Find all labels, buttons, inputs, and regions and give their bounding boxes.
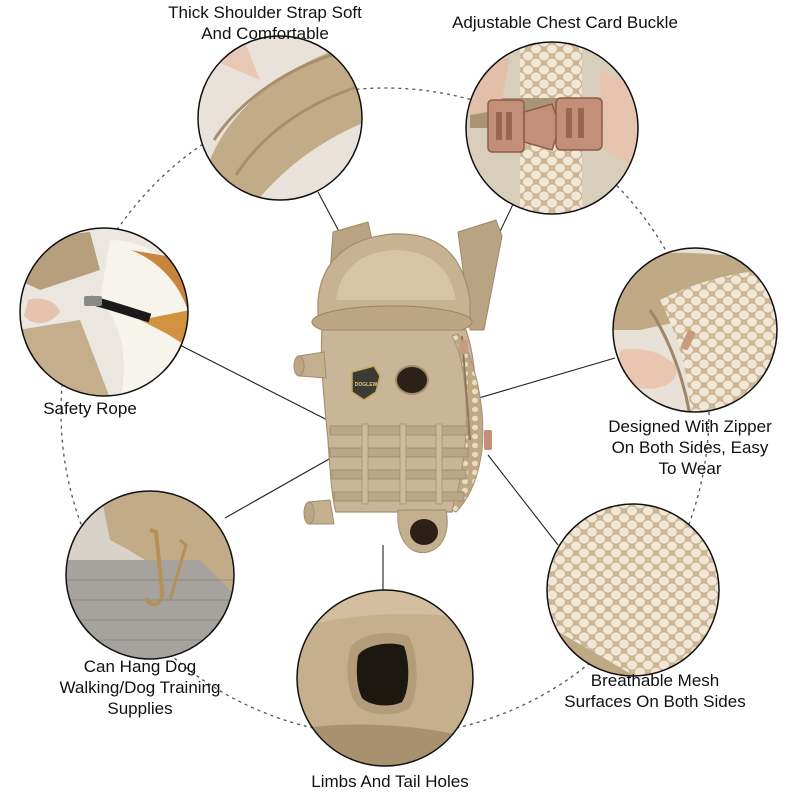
- feature-label-mesh: Breathable Mesh Surfaces On Both Sides: [564, 671, 746, 711]
- hook-photo: [65, 490, 235, 660]
- dog-carrier-product: DOGLEW: [293, 219, 503, 554]
- chest-buckle-photo: [465, 41, 639, 215]
- feature-label-zipper: Designed With Zipper On Both Sides, Easy…: [608, 417, 772, 478]
- dashed-ring: [60, 87, 710, 737]
- safety-rope-photo: [19, 227, 189, 397]
- mesh-photo: [546, 503, 720, 677]
- feature-label-shoulder-strap: Thick Shoulder Strap Soft And Comfortabl…: [168, 3, 362, 43]
- feature-label-holes: Limbs And Tail Holes: [311, 772, 469, 791]
- zipper-photo: [612, 247, 778, 413]
- feature-label-safety-rope: Safety Rope: [43, 399, 137, 418]
- holes-photo: [296, 589, 474, 767]
- feature-label-chest-buckle: Adjustable Chest Card Buckle: [452, 13, 678, 32]
- feature-label-hang-supplies: Can Hang Dog Walking/Dog Training Suppli…: [59, 657, 221, 718]
- badge-text: DOGLEW: [355, 382, 378, 388]
- shoulder-strap-photo: [197, 35, 363, 201]
